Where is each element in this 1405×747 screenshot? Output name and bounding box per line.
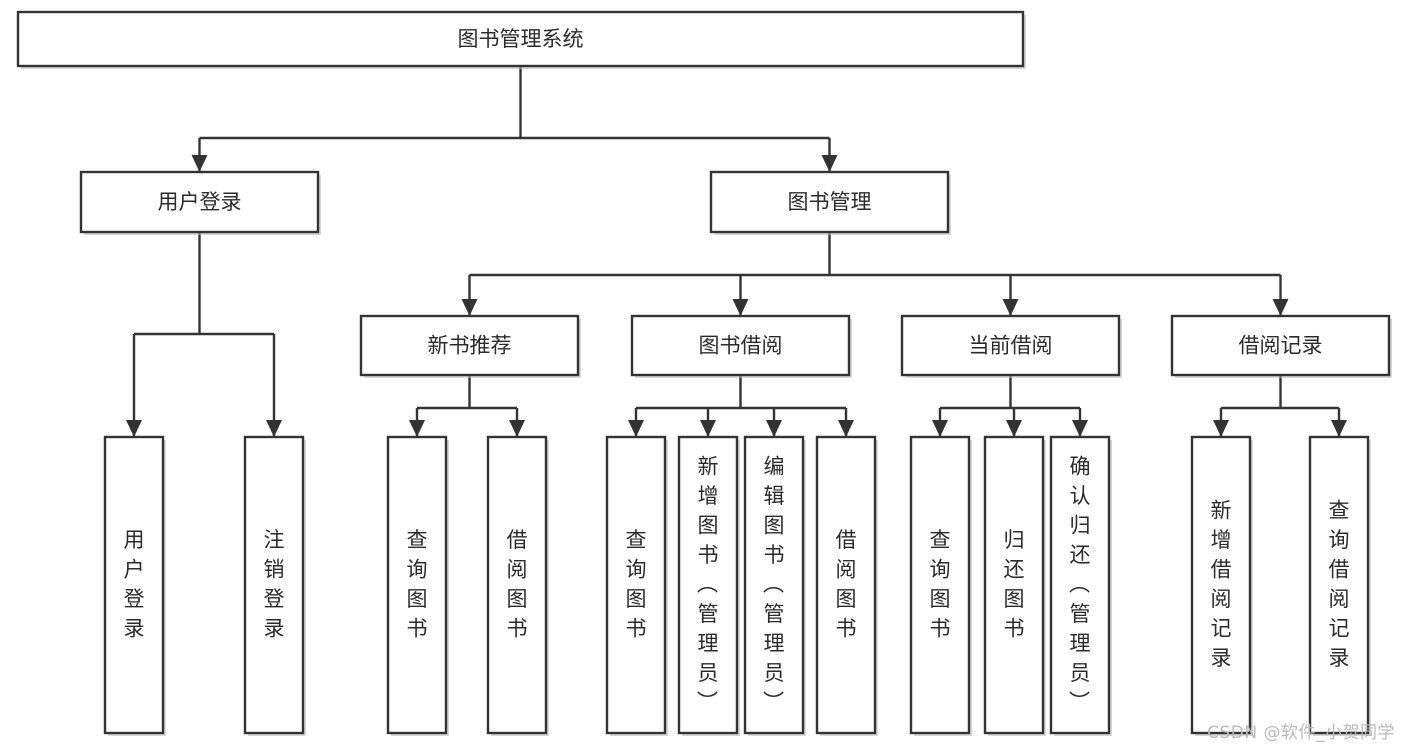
node-leaf-user-logout[interactable]: 注销登录 <box>243 435 306 736</box>
book-manage-arrow-1 <box>732 299 749 316</box>
node-label: 新增图书（管理员） <box>697 454 719 714</box>
new-book-recommend-leaves-arrow-0 <box>409 420 425 437</box>
node-book-borrow[interactable]: 图书借阅 <box>630 314 852 378</box>
box-outline <box>1190 435 1252 735</box>
node-layer: 图书管理系统用户登录图书管理新书推荐图书借阅当前借阅借阅记录用户登录注销登录查询… <box>16 10 1392 736</box>
node-new-book-recommend[interactable]: 新书推荐 <box>359 314 581 378</box>
box-outline <box>605 435 667 735</box>
node-current-borrow[interactable]: 当前借阅 <box>900 314 1122 378</box>
box-outline <box>243 435 305 735</box>
node-book-manage[interactable]: 图书管理 <box>709 170 951 235</box>
node-leaf-user-login[interactable]: 用户登录 <box>103 435 166 736</box>
node-leaf-borrow-book-2[interactable]: 借阅图书 <box>815 435 878 736</box>
node-label: 图书借阅 <box>699 334 783 358</box>
node-label: 注销登录 <box>264 528 285 641</box>
node-label: 新书推荐 <box>428 334 512 358</box>
current-borrow-leaves-arrow-0 <box>932 420 948 437</box>
node-leaf-add-book[interactable]: 新增图书（管理员） <box>677 435 740 736</box>
node-leaf-query-book-2[interactable]: 查询图书 <box>605 435 668 736</box>
box-outline <box>1170 314 1391 377</box>
borrow-record-leaves-arrow-0 <box>1213 420 1229 437</box>
node-leaf-query-book-3[interactable]: 查询图书 <box>909 435 972 736</box>
book-borrow-leaves-arrow-0 <box>628 420 644 437</box>
node-label: 归还图书 <box>1004 528 1025 641</box>
node-leaf-confirm-return[interactable]: 确认归还（管理员） <box>1049 435 1112 736</box>
box-outline <box>983 435 1045 735</box>
box-outline <box>79 170 320 234</box>
node-label: 用户登录 <box>158 190 242 214</box>
box-outline <box>815 435 877 735</box>
node-label: 确认归还（管理员） <box>1069 454 1091 714</box>
node-label: 查询图书 <box>626 528 647 641</box>
node-label: 借阅记录 <box>1239 334 1323 358</box>
node-leaf-query-record[interactable]: 查询借阅记录 <box>1308 435 1371 736</box>
root-node-图书管理系统[interactable]: 图书管理系统 <box>16 10 1026 69</box>
watermark-label: CSDN @软件_小贺同学 <box>1207 723 1395 743</box>
node-leaf-return-book[interactable]: 归还图书 <box>983 435 1046 736</box>
user-login-leaves-arrow-1 <box>266 420 282 437</box>
node-leaf-borrow-book-1[interactable]: 借阅图书 <box>486 435 549 736</box>
book-borrow-leaves-arrow-3 <box>838 420 854 437</box>
current-borrow-leaves-arrow-2 <box>1072 420 1088 437</box>
box-outline <box>486 435 548 735</box>
box-outline <box>103 435 165 735</box>
connector-layer <box>126 66 1347 437</box>
node-label: 用户登录 <box>124 528 145 641</box>
node-label: 借阅图书 <box>836 528 857 641</box>
box-outline <box>386 435 448 735</box>
node-label: 编辑图书（管理员） <box>763 454 785 714</box>
box-outline <box>359 314 580 377</box>
box-outline <box>900 314 1121 377</box>
box-outline <box>630 314 851 377</box>
node-label: 查询图书 <box>407 528 428 641</box>
box-outline <box>1308 435 1370 735</box>
node-label: 查询图书 <box>930 528 951 641</box>
user-login-leaves-arrow-0 <box>126 420 142 437</box>
box-outline <box>909 435 971 735</box>
book-manage-arrow-0 <box>461 299 478 316</box>
box-outline <box>709 170 950 234</box>
node-label: 当前借阅 <box>969 334 1053 358</box>
box-outline <box>677 435 739 735</box>
borrow-record-leaves-arrow-1 <box>1331 420 1347 437</box>
current-borrow-leaves-arrow-1 <box>1006 420 1022 437</box>
book-borrow-leaves-arrow-2 <box>766 420 782 437</box>
node-label: 图书管理系统 <box>458 27 584 51</box>
box-outline <box>1049 435 1111 735</box>
node-label: 新增借阅记录 <box>1211 499 1232 671</box>
book-manage-arrow-2 <box>1002 299 1019 316</box>
root-arrow-0 <box>191 155 208 172</box>
node-leaf-query-book-1[interactable]: 查询图书 <box>386 435 449 736</box>
node-label: 查询借阅记录 <box>1329 499 1350 671</box>
node-label: 借阅图书 <box>507 528 528 641</box>
book-borrow-leaves-arrow-1 <box>700 420 716 437</box>
new-book-recommend-leaves-arrow-1 <box>509 420 525 437</box>
node-user-login[interactable]: 用户登录 <box>79 170 321 235</box>
box-outline <box>16 10 1025 68</box>
node-label: 图书管理 <box>788 190 872 214</box>
node-borrow-record[interactable]: 借阅记录 <box>1170 314 1392 378</box>
node-leaf-add-record[interactable]: 新增借阅记录 <box>1190 435 1253 736</box>
root-arrow-1 <box>821 155 838 172</box>
node-leaf-edit-book[interactable]: 编辑图书（管理员） <box>743 435 806 736</box>
box-outline <box>743 435 805 735</box>
book-manage-arrow-3 <box>1272 299 1289 316</box>
